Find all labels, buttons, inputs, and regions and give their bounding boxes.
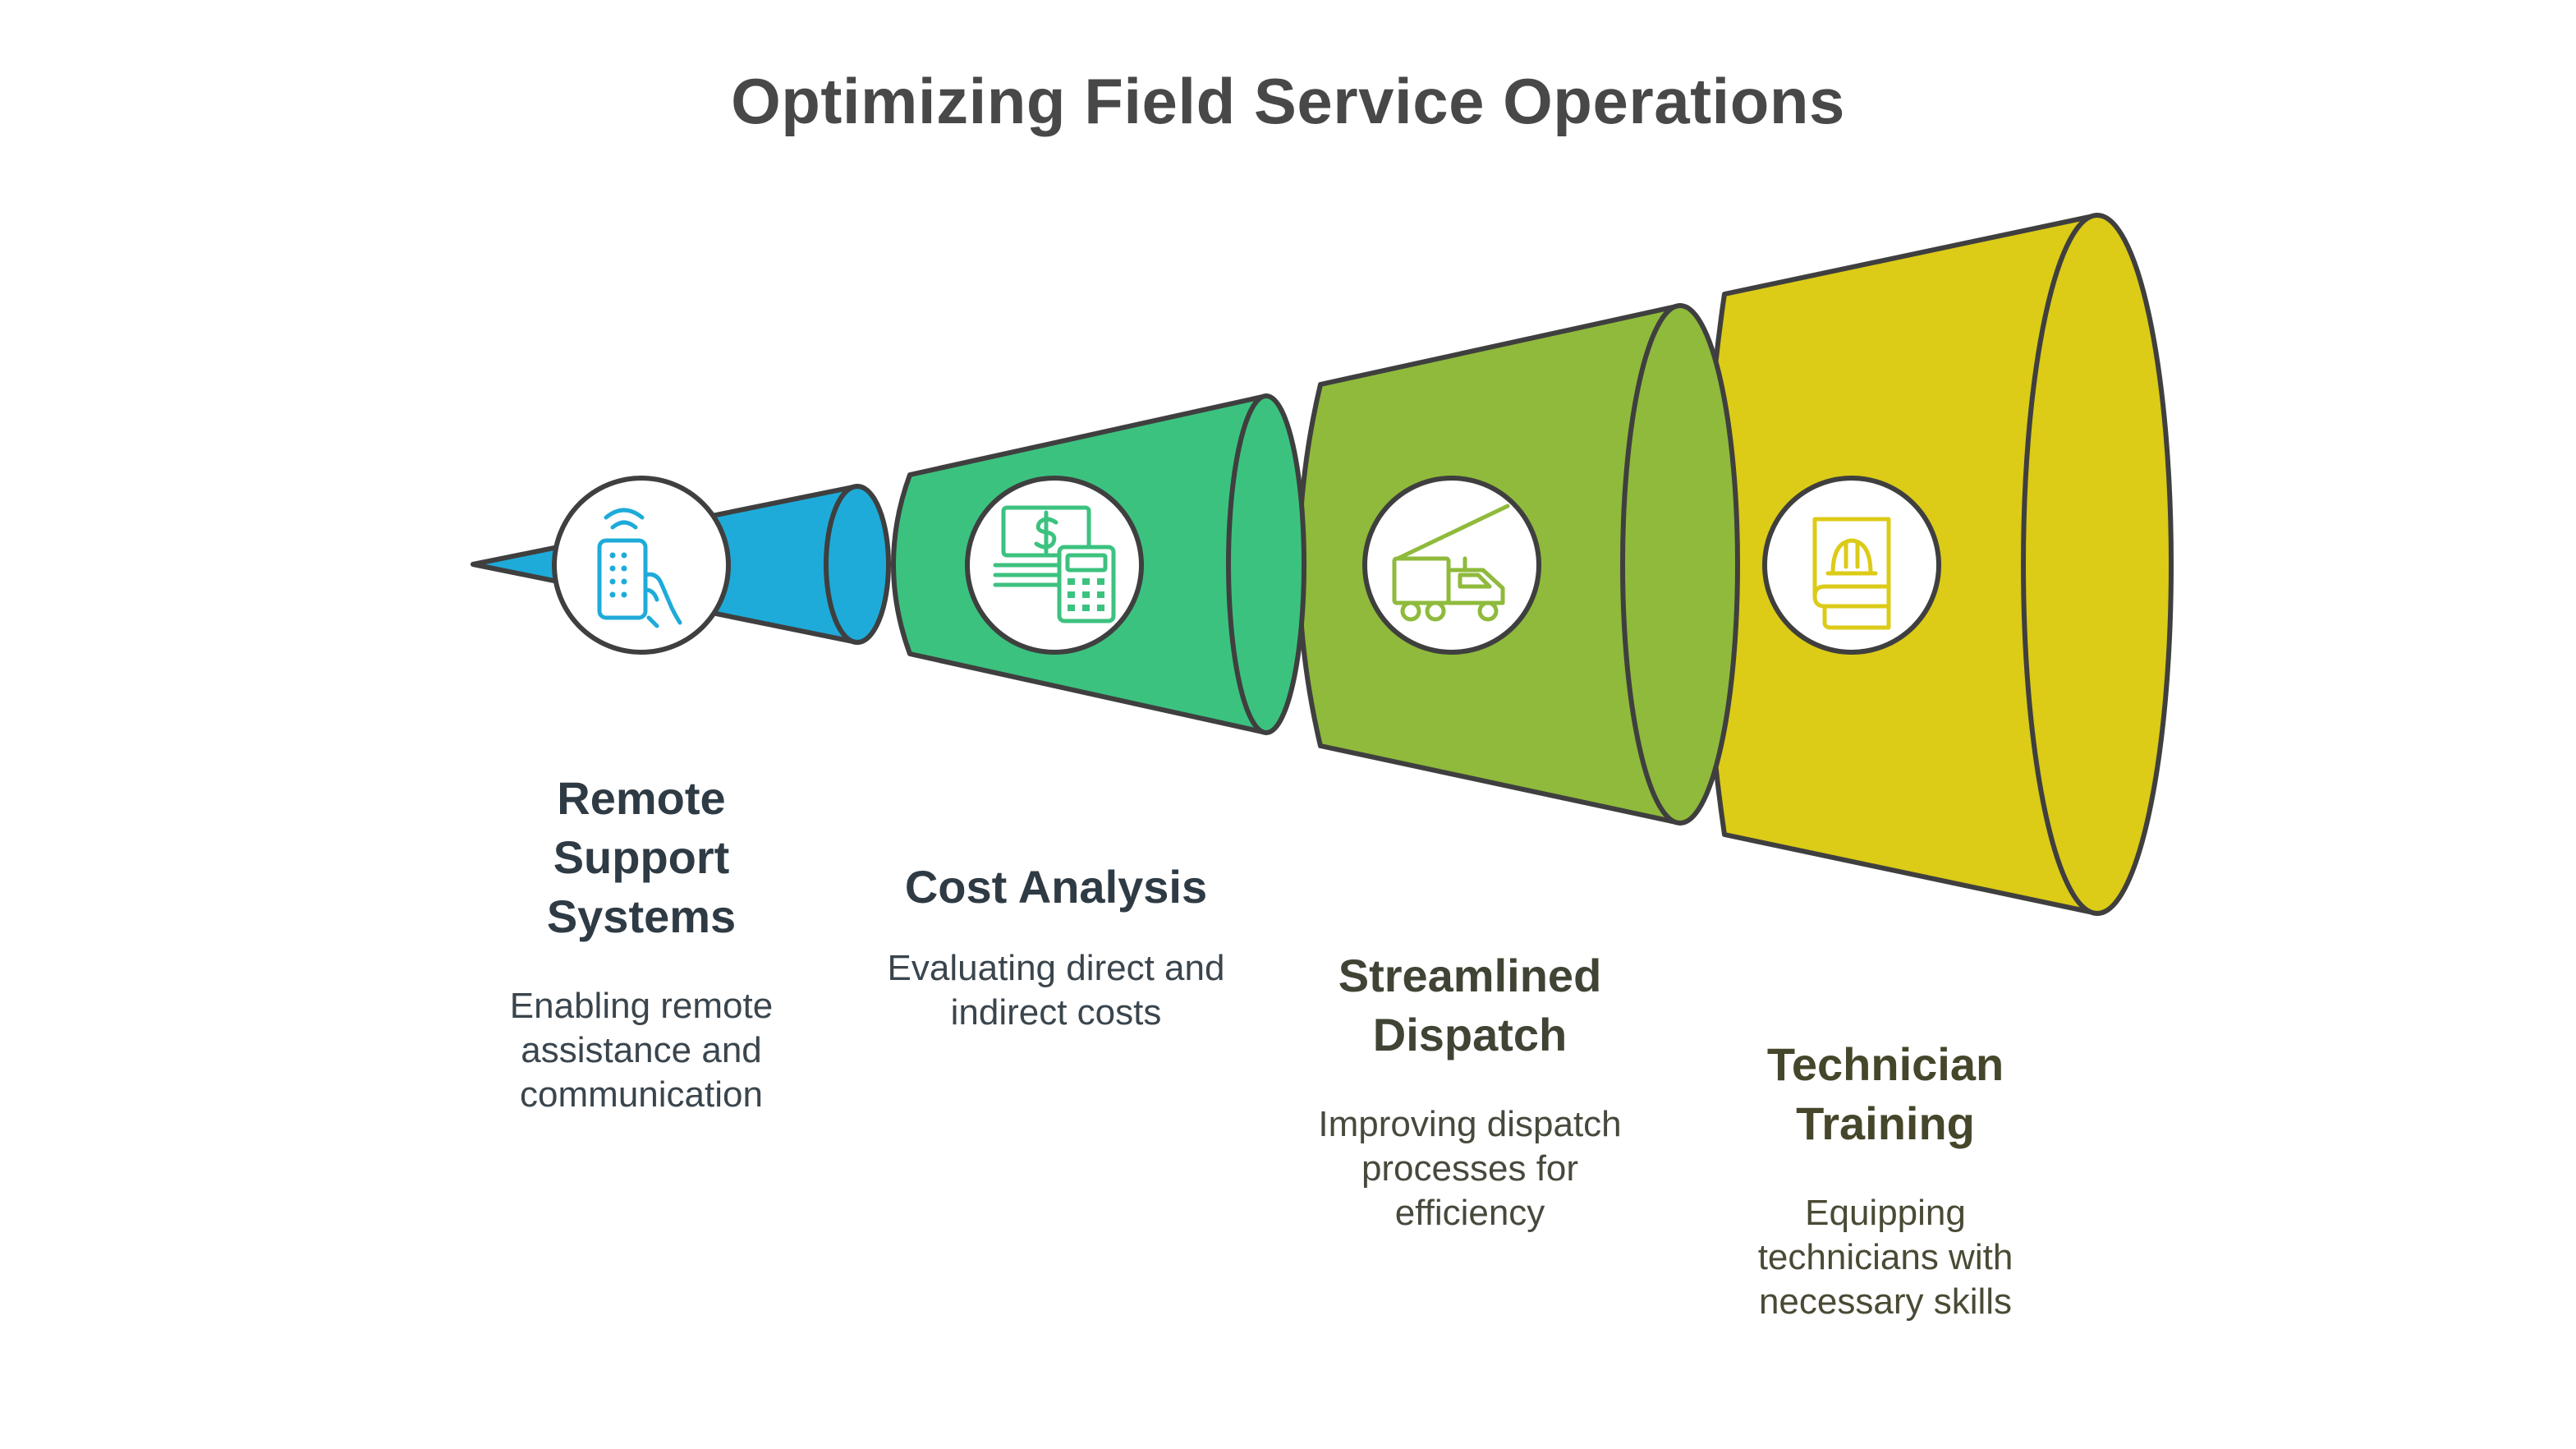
hardhat-book-icon bbox=[1812, 517, 1891, 630]
remote-control-icon bbox=[597, 508, 682, 628]
crane-truck-icon bbox=[1392, 504, 1510, 622]
stage-description: Evaluating direct and indirect costs bbox=[887, 948, 1225, 1033]
stage-heading: Remote Support Systems bbox=[546, 772, 737, 942]
stage-description: Improving dispatch processes for efficie… bbox=[1318, 1104, 1622, 1233]
page-title: Optimizing Field Service Operations bbox=[731, 65, 1845, 137]
stage-heading: Streamlined Dispatch bbox=[1338, 950, 1602, 1060]
stage-label-technician-training: Technician Training Equipping technician… bbox=[1655, 1035, 2115, 1324]
stage-label-cost-analysis: Cost Analysis Evaluating direct and indi… bbox=[834, 858, 1278, 1035]
stage-label-remote-support: Remote Support Systems Enabling remote a… bbox=[432, 769, 851, 1117]
stage-heading: Technician Training bbox=[1766, 1038, 2004, 1149]
money-calculator-icon bbox=[993, 505, 1116, 623]
stage-label-streamlined-dispatch: Streamlined Dispatch Improving dispatch … bbox=[1248, 946, 1692, 1235]
icon-circle-technician-training bbox=[1762, 476, 1941, 655]
stage-heading: Cost Analysis bbox=[904, 861, 1208, 913]
icon-circle-streamlined-dispatch bbox=[1362, 476, 1541, 655]
stage-description: Equipping technicians with necessary ski… bbox=[1757, 1193, 2014, 1322]
icon-circle-remote-support bbox=[552, 476, 731, 655]
stage-description: Enabling remote assistance and communica… bbox=[509, 986, 774, 1115]
